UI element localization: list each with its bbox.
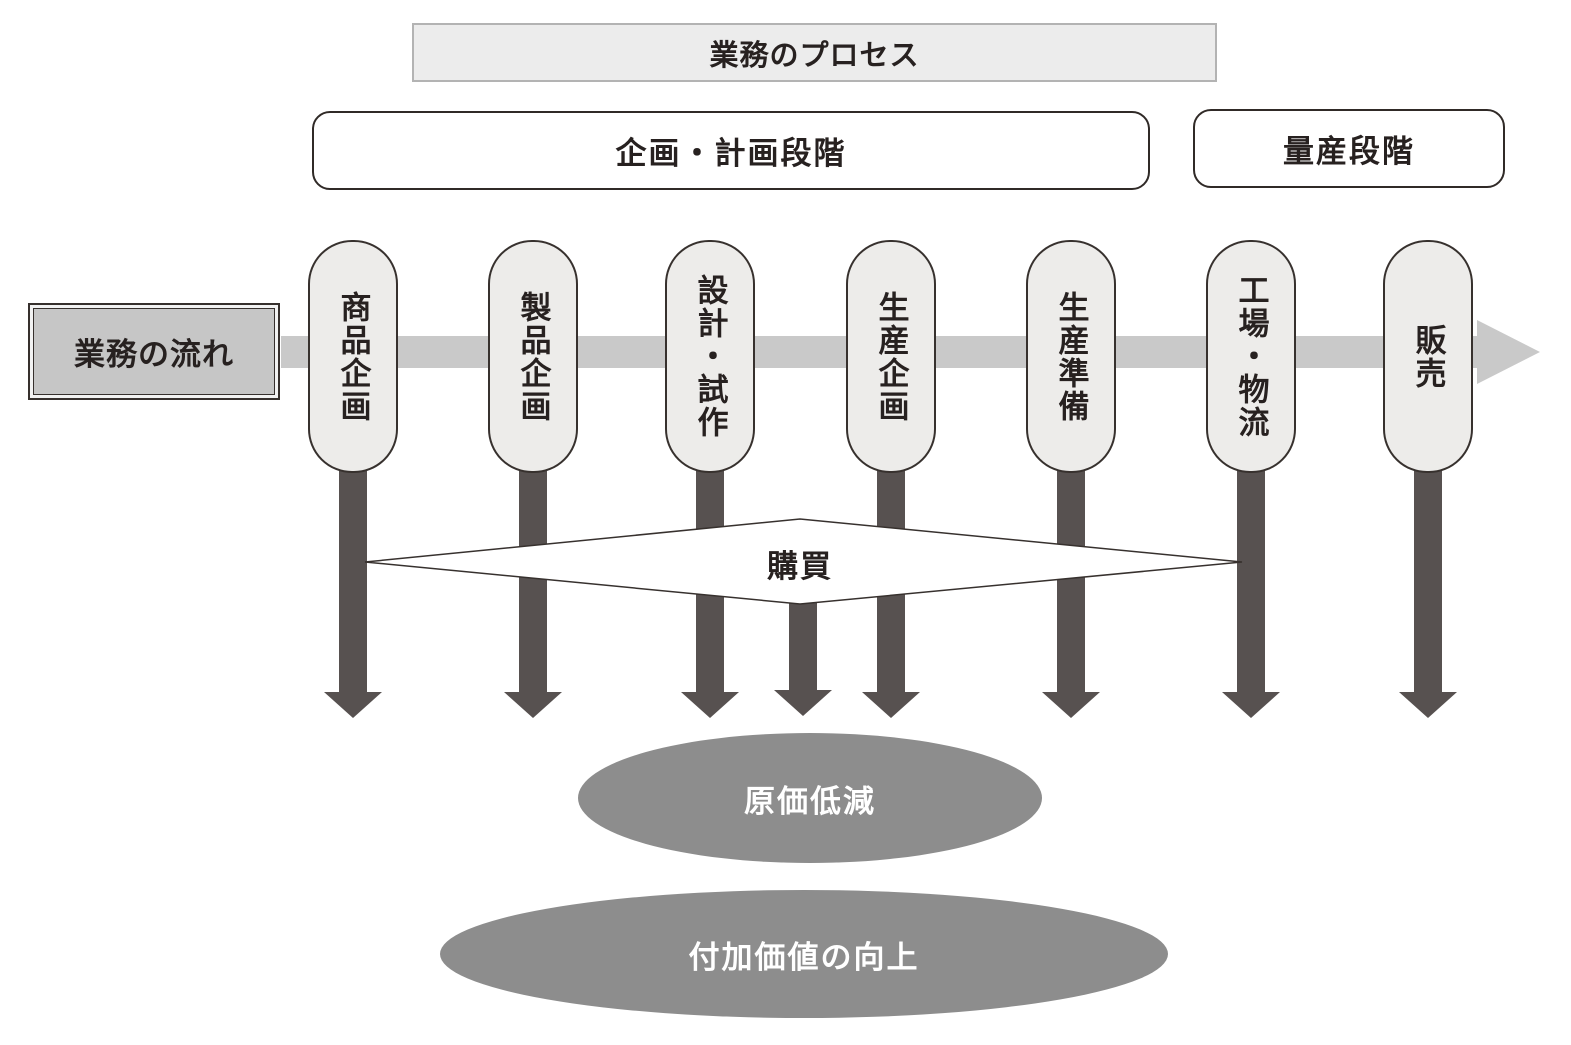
- process-step-label: 生産企画: [873, 290, 909, 423]
- down-arrowhead-icon: [862, 692, 920, 718]
- purchasing-label: 購買: [767, 548, 833, 584]
- down-arrow-shaft-purchasing: [789, 596, 817, 690]
- process-step-label: 商品企画: [335, 290, 371, 423]
- process-step-sales: 販売: [1383, 240, 1473, 473]
- flow-label: 業務の流れ: [33, 308, 275, 395]
- down-arrowhead-icon: [504, 692, 562, 718]
- outcome-cost-reduction: 原価低減: [578, 733, 1042, 863]
- down-arrow-shaft-sales: [1414, 460, 1442, 692]
- down-arrowhead-icon: [324, 692, 382, 718]
- stage-planning-phase: 企画・計画段階: [312, 111, 1150, 190]
- process-step-label: 製品企画: [515, 290, 551, 423]
- process-step-factory-logistics: 工場・物流: [1206, 240, 1296, 473]
- down-arrow-shaft-merchandise-planning: [339, 460, 367, 692]
- process-step-production-planning: 生産企画: [846, 240, 936, 473]
- purchasing-diamond: [364, 518, 1243, 605]
- process-step-label: 販売: [1410, 323, 1446, 390]
- down-arrow-shaft-factory-logistics: [1237, 460, 1265, 692]
- diamond-shape: [364, 518, 1243, 605]
- process-step-label: 設計・試作: [692, 274, 728, 439]
- process-step-label: 生産準備: [1053, 290, 1089, 423]
- down-arrowhead-icon: [681, 692, 739, 718]
- down-arrowhead-icon: [1399, 692, 1457, 718]
- process-step-product-planning: 製品企画: [488, 240, 578, 473]
- down-arrowhead-icon: [1042, 692, 1100, 718]
- process-step-merchandise-planning: 商品企画: [308, 240, 398, 473]
- flow-arrowhead-icon: [1477, 320, 1540, 384]
- process-title: 業務のプロセス: [412, 23, 1217, 82]
- down-arrowhead-icon: [774, 690, 832, 716]
- flow-label-box: 業務の流れ: [28, 303, 280, 400]
- process-step-design-prototype: 設計・試作: [665, 240, 755, 473]
- process-step-production-preparation: 生産準備: [1026, 240, 1116, 473]
- stage-mass-production-phase: 量産段階: [1193, 109, 1505, 188]
- process-step-label: 工場・物流: [1233, 274, 1269, 439]
- outcome-added-value: 付加価値の向上: [440, 890, 1168, 1018]
- down-arrowhead-icon: [1222, 692, 1280, 718]
